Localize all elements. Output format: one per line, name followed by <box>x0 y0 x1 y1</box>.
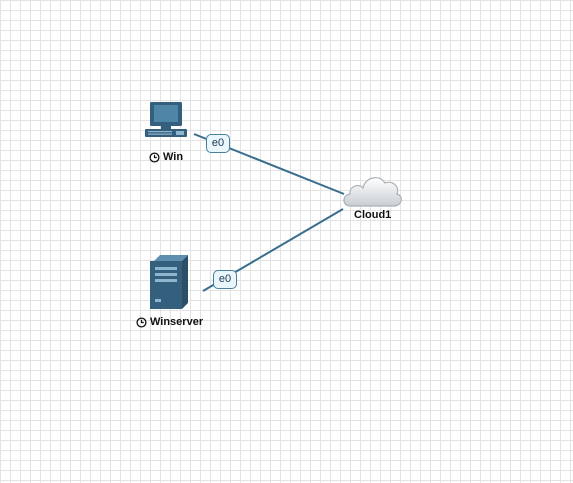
workstation-icon <box>145 102 187 137</box>
node-cloud1[interactable] <box>340 168 404 212</box>
port-label-winserver-e0[interactable]: e0 <box>213 270 237 289</box>
clock-icon <box>136 316 147 328</box>
server-icon <box>150 255 188 309</box>
node-label-winserver: Winserver <box>136 316 203 328</box>
node-winserver[interactable] <box>148 255 190 311</box>
node-label-cloud1: Cloud1 <box>354 209 391 221</box>
node-label-win: Win <box>149 151 183 163</box>
node-name: Win <box>163 151 184 163</box>
cloud-icon <box>343 177 402 207</box>
port-label-win-e0[interactable]: e0 <box>206 134 230 153</box>
node-name: Winserver <box>150 316 204 328</box>
node-name: Cloud1 <box>354 209 392 221</box>
clock-icon <box>149 151 160 163</box>
node-win[interactable] <box>138 100 198 150</box>
